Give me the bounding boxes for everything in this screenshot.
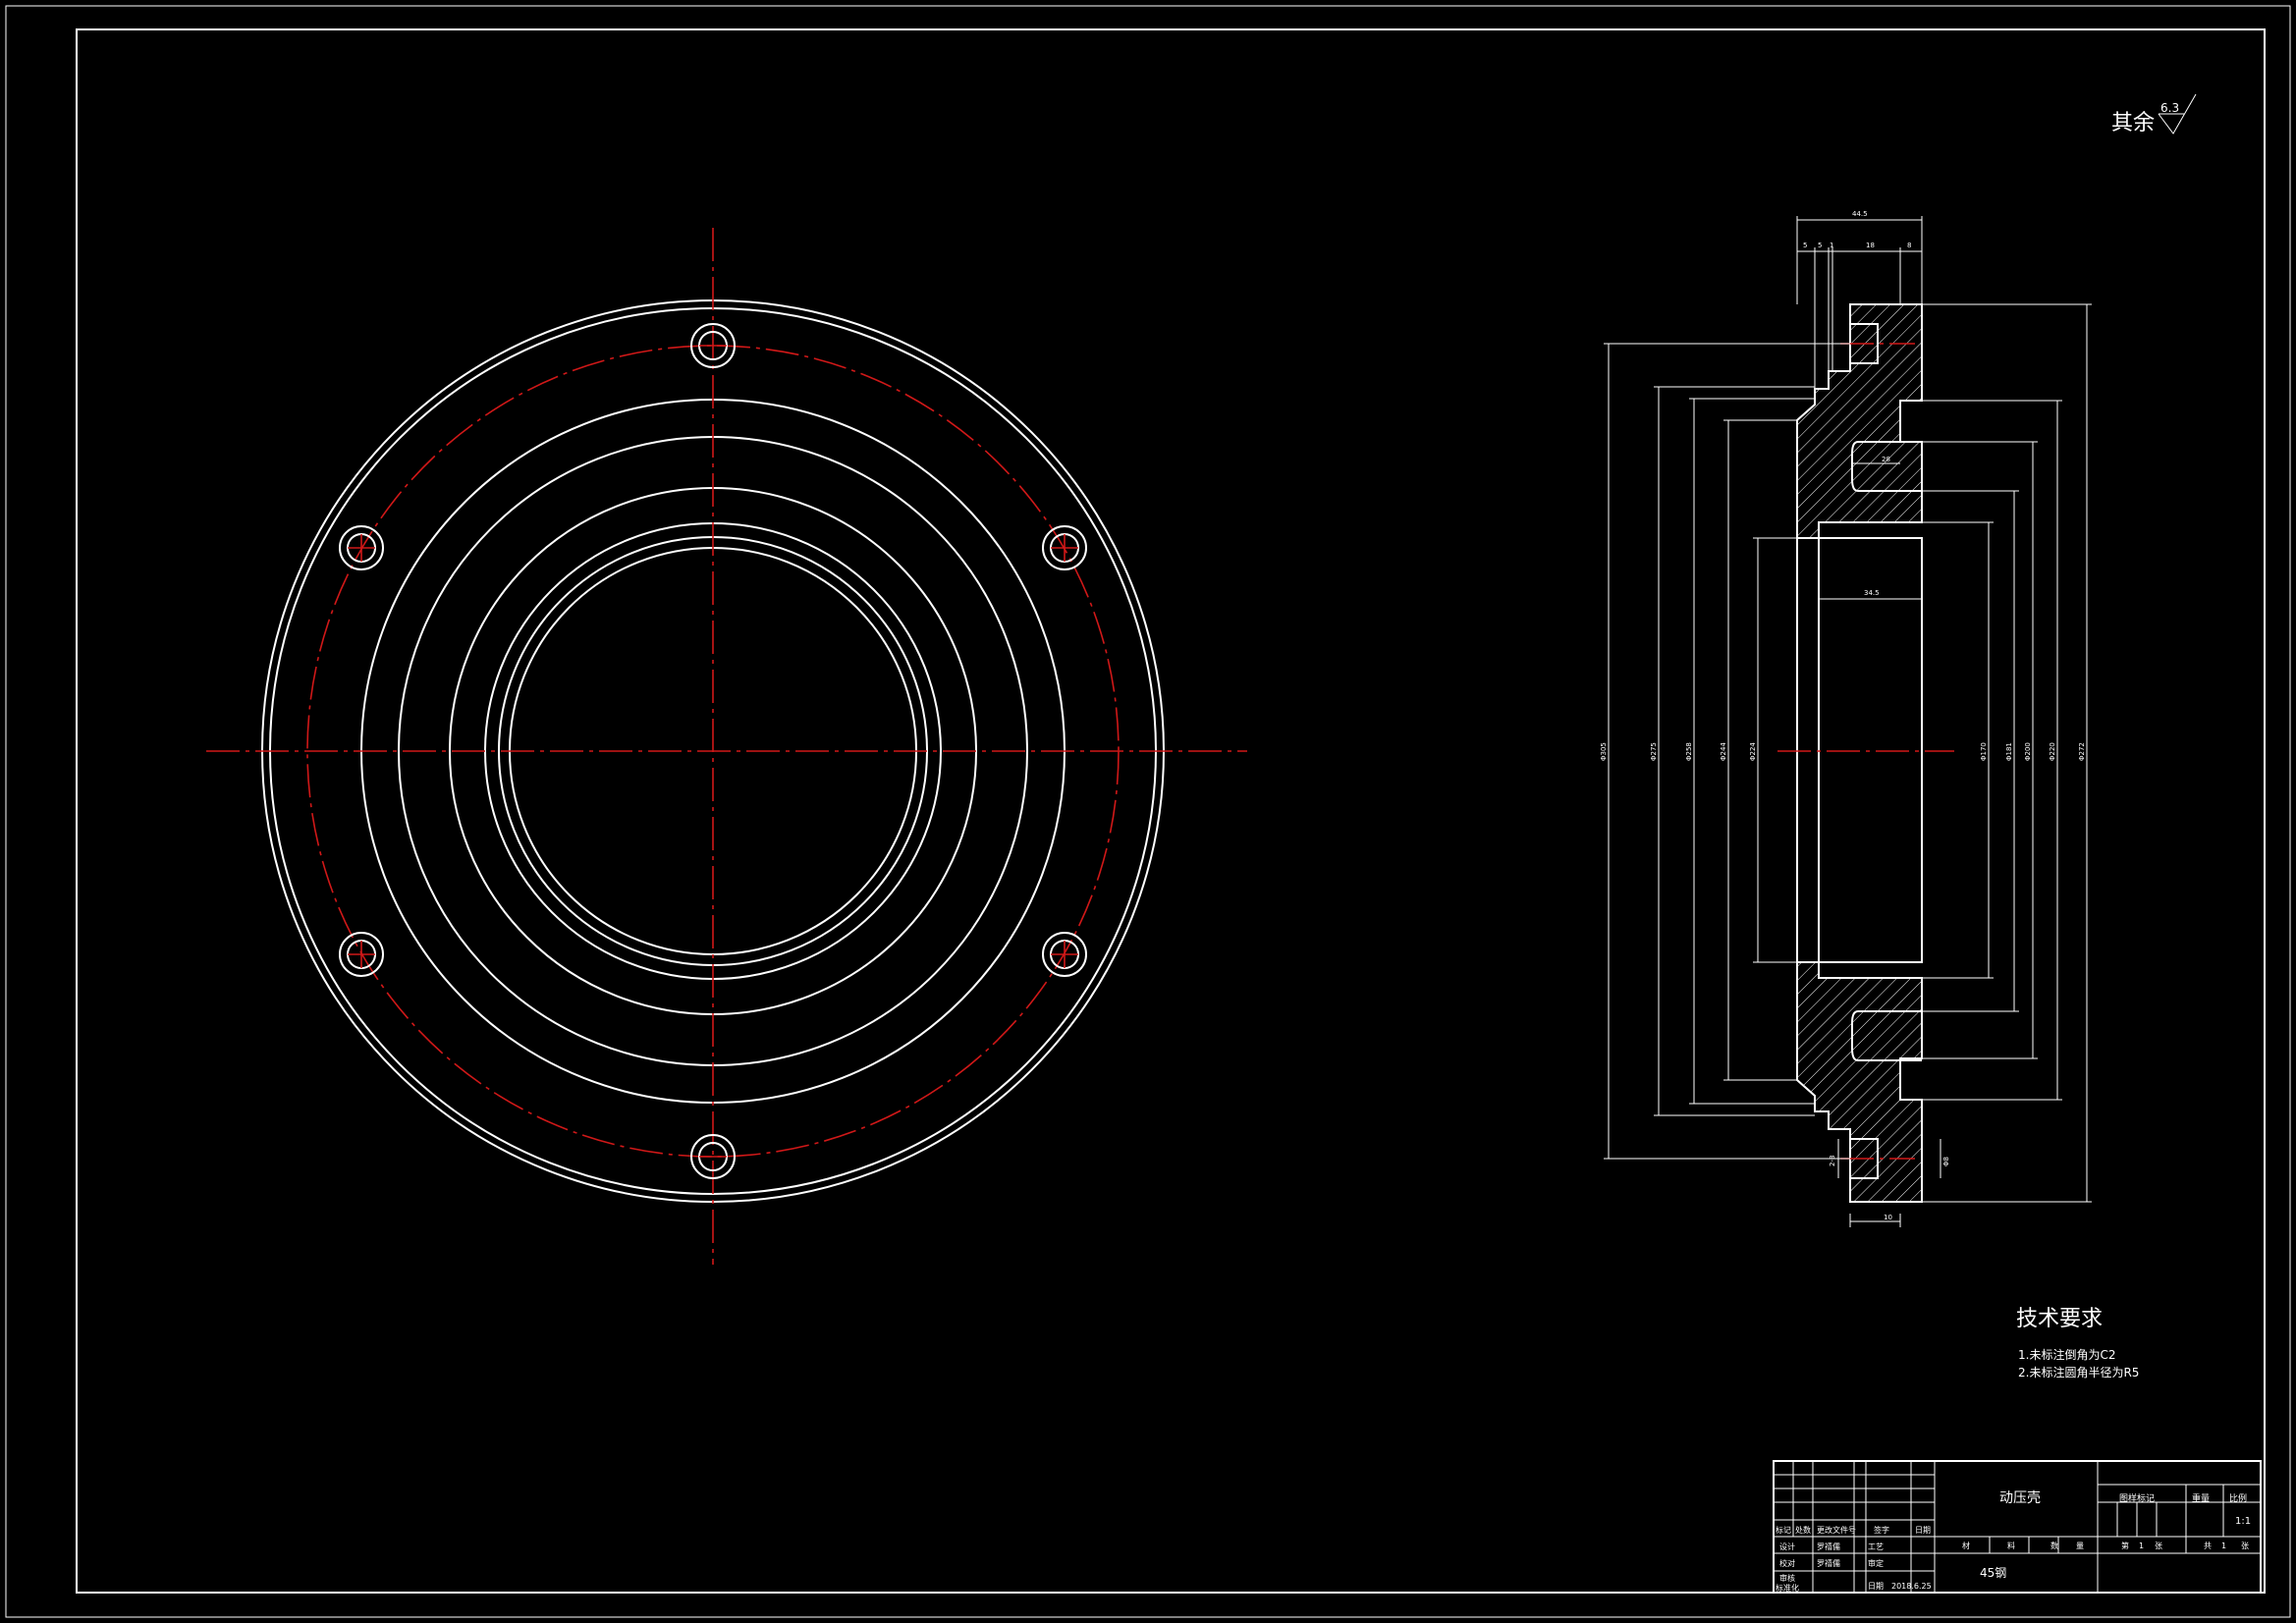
sheet-4: 共 (2204, 1542, 2212, 1550)
dim-top-overall: 44.5 (1852, 210, 1868, 218)
scale-value: 1:1 (2235, 1516, 2251, 1527)
dim-right-d3: Φ200 (2024, 742, 2032, 761)
bolt-hole-upper-right (1042, 525, 1087, 570)
designer-name: 罗禧儒 (1817, 1542, 1840, 1551)
roughness-symbol: 其余 6.3 (2111, 93, 2197, 135)
date-label: 日期 (1868, 1582, 1884, 1591)
role-check: 校对 (1779, 1558, 1795, 1568)
bolt-hole-top (690, 323, 736, 368)
rev-label-file: 更改文件号 (1817, 1525, 1856, 1535)
dim-inner-width: 28 (1882, 456, 1890, 463)
bolt-hole-lower-right (1042, 932, 1087, 977)
sheet-6: 张 (2241, 1542, 2249, 1550)
process-label: 工艺 (1868, 1542, 1884, 1551)
rev-label-date: 日期 (1915, 1526, 1931, 1535)
bolt-hole-lower-left (339, 932, 384, 977)
role-review: 审核 (1779, 1573, 1795, 1583)
checker-name: 罗禧儒 (1817, 1558, 1840, 1568)
sheet-3: 张 (2155, 1542, 2162, 1550)
rev-label-count: 处数 (1795, 1525, 1811, 1535)
dim-left-d5: Φ224 (1749, 742, 1757, 761)
dim-left-d1: Φ305 (1600, 742, 1608, 761)
sheet-1: 第 (2121, 1541, 2129, 1550)
part-name: 动压壳 (1999, 1489, 2041, 1506)
outer-frame (5, 5, 2291, 1618)
dim-right-d4: Φ220 (2049, 742, 2056, 761)
material-label-1: 材 (1962, 1541, 1970, 1550)
dim-top-seg-3: 1 (1830, 242, 1833, 249)
dim-right-d2: Φ181 (2005, 742, 2013, 761)
quantity-label-1: 数 (2050, 1541, 2058, 1550)
role-design: 设计 (1779, 1542, 1795, 1551)
quantity-label-2: 量 (2076, 1542, 2084, 1550)
dim-left-d4: Φ244 (1720, 742, 1727, 761)
rev-label-sign: 签字 (1874, 1525, 1889, 1535)
tech-requirement-2: 2.未标注圆角半径为R5 (2018, 1365, 2139, 1380)
sheet-2: 1 (2139, 1542, 2144, 1550)
tech-requirements: 技术要求 1.未标注倒角为C2 2.未标注圆角半径为R5 (2016, 1307, 2139, 1380)
dim-bore-width: 34.5 (1864, 589, 1880, 597)
dim-top-seg-5: 8 (1907, 242, 1911, 249)
dim-top-seg-1: 5 (1803, 242, 1807, 249)
tech-requirement-1: 1.未标注倒角为C2 (2018, 1347, 2115, 1362)
bolt-hole-bottom (690, 1134, 736, 1179)
dim-bottom: 10 (1884, 1214, 1892, 1221)
bolt-hole-upper-left (339, 525, 384, 570)
header-drawing-mark: 图样标记 (2119, 1492, 2155, 1504)
role-standard: 标准化 (1776, 1583, 1799, 1593)
roughness-value: 6.3 (2160, 101, 2179, 115)
title-block: 动压壳 45钢 图样标记 重量 比例 1:1 标记 处数 更改文件号 签字 日期… (1773, 1460, 2262, 1594)
dim-left-d3: Φ258 (1685, 742, 1693, 761)
header-weight: 重量 (2192, 1492, 2210, 1504)
approve-label: 审定 (1868, 1558, 1884, 1568)
material-value: 45钢 (1980, 1566, 2006, 1580)
header-scale: 比例 (2229, 1492, 2247, 1504)
section-view: 44.5 5 5 1 18 8 28 34.5 10 2-8 Φ8 Φ305 Φ… (1600, 210, 2092, 1227)
dim-top-seg-4: 18 (1866, 242, 1875, 249)
rev-label-mark: 标记 (1776, 1525, 1791, 1535)
tech-requirements-title: 技术要求 (2016, 1307, 2103, 1331)
material-label-2: 料 (2007, 1541, 2015, 1550)
inner-frame (76, 28, 2266, 1594)
roughness-label: 其余 (2111, 111, 2155, 135)
front-view (206, 228, 1247, 1265)
dim-right-hole: Φ8 (1942, 1157, 1950, 1166)
date-value: 2018.6.25 (1891, 1582, 1932, 1591)
dim-left-d2: Φ275 (1650, 742, 1658, 761)
dim-left-hole: 2-8 (1829, 1156, 1836, 1166)
sheet-5: 1 (2221, 1542, 2226, 1550)
dim-right-d5: Φ272 (2078, 742, 2086, 761)
dim-top-seg-2: 5 (1818, 242, 1822, 249)
dim-right-d1: Φ170 (1980, 742, 1988, 761)
